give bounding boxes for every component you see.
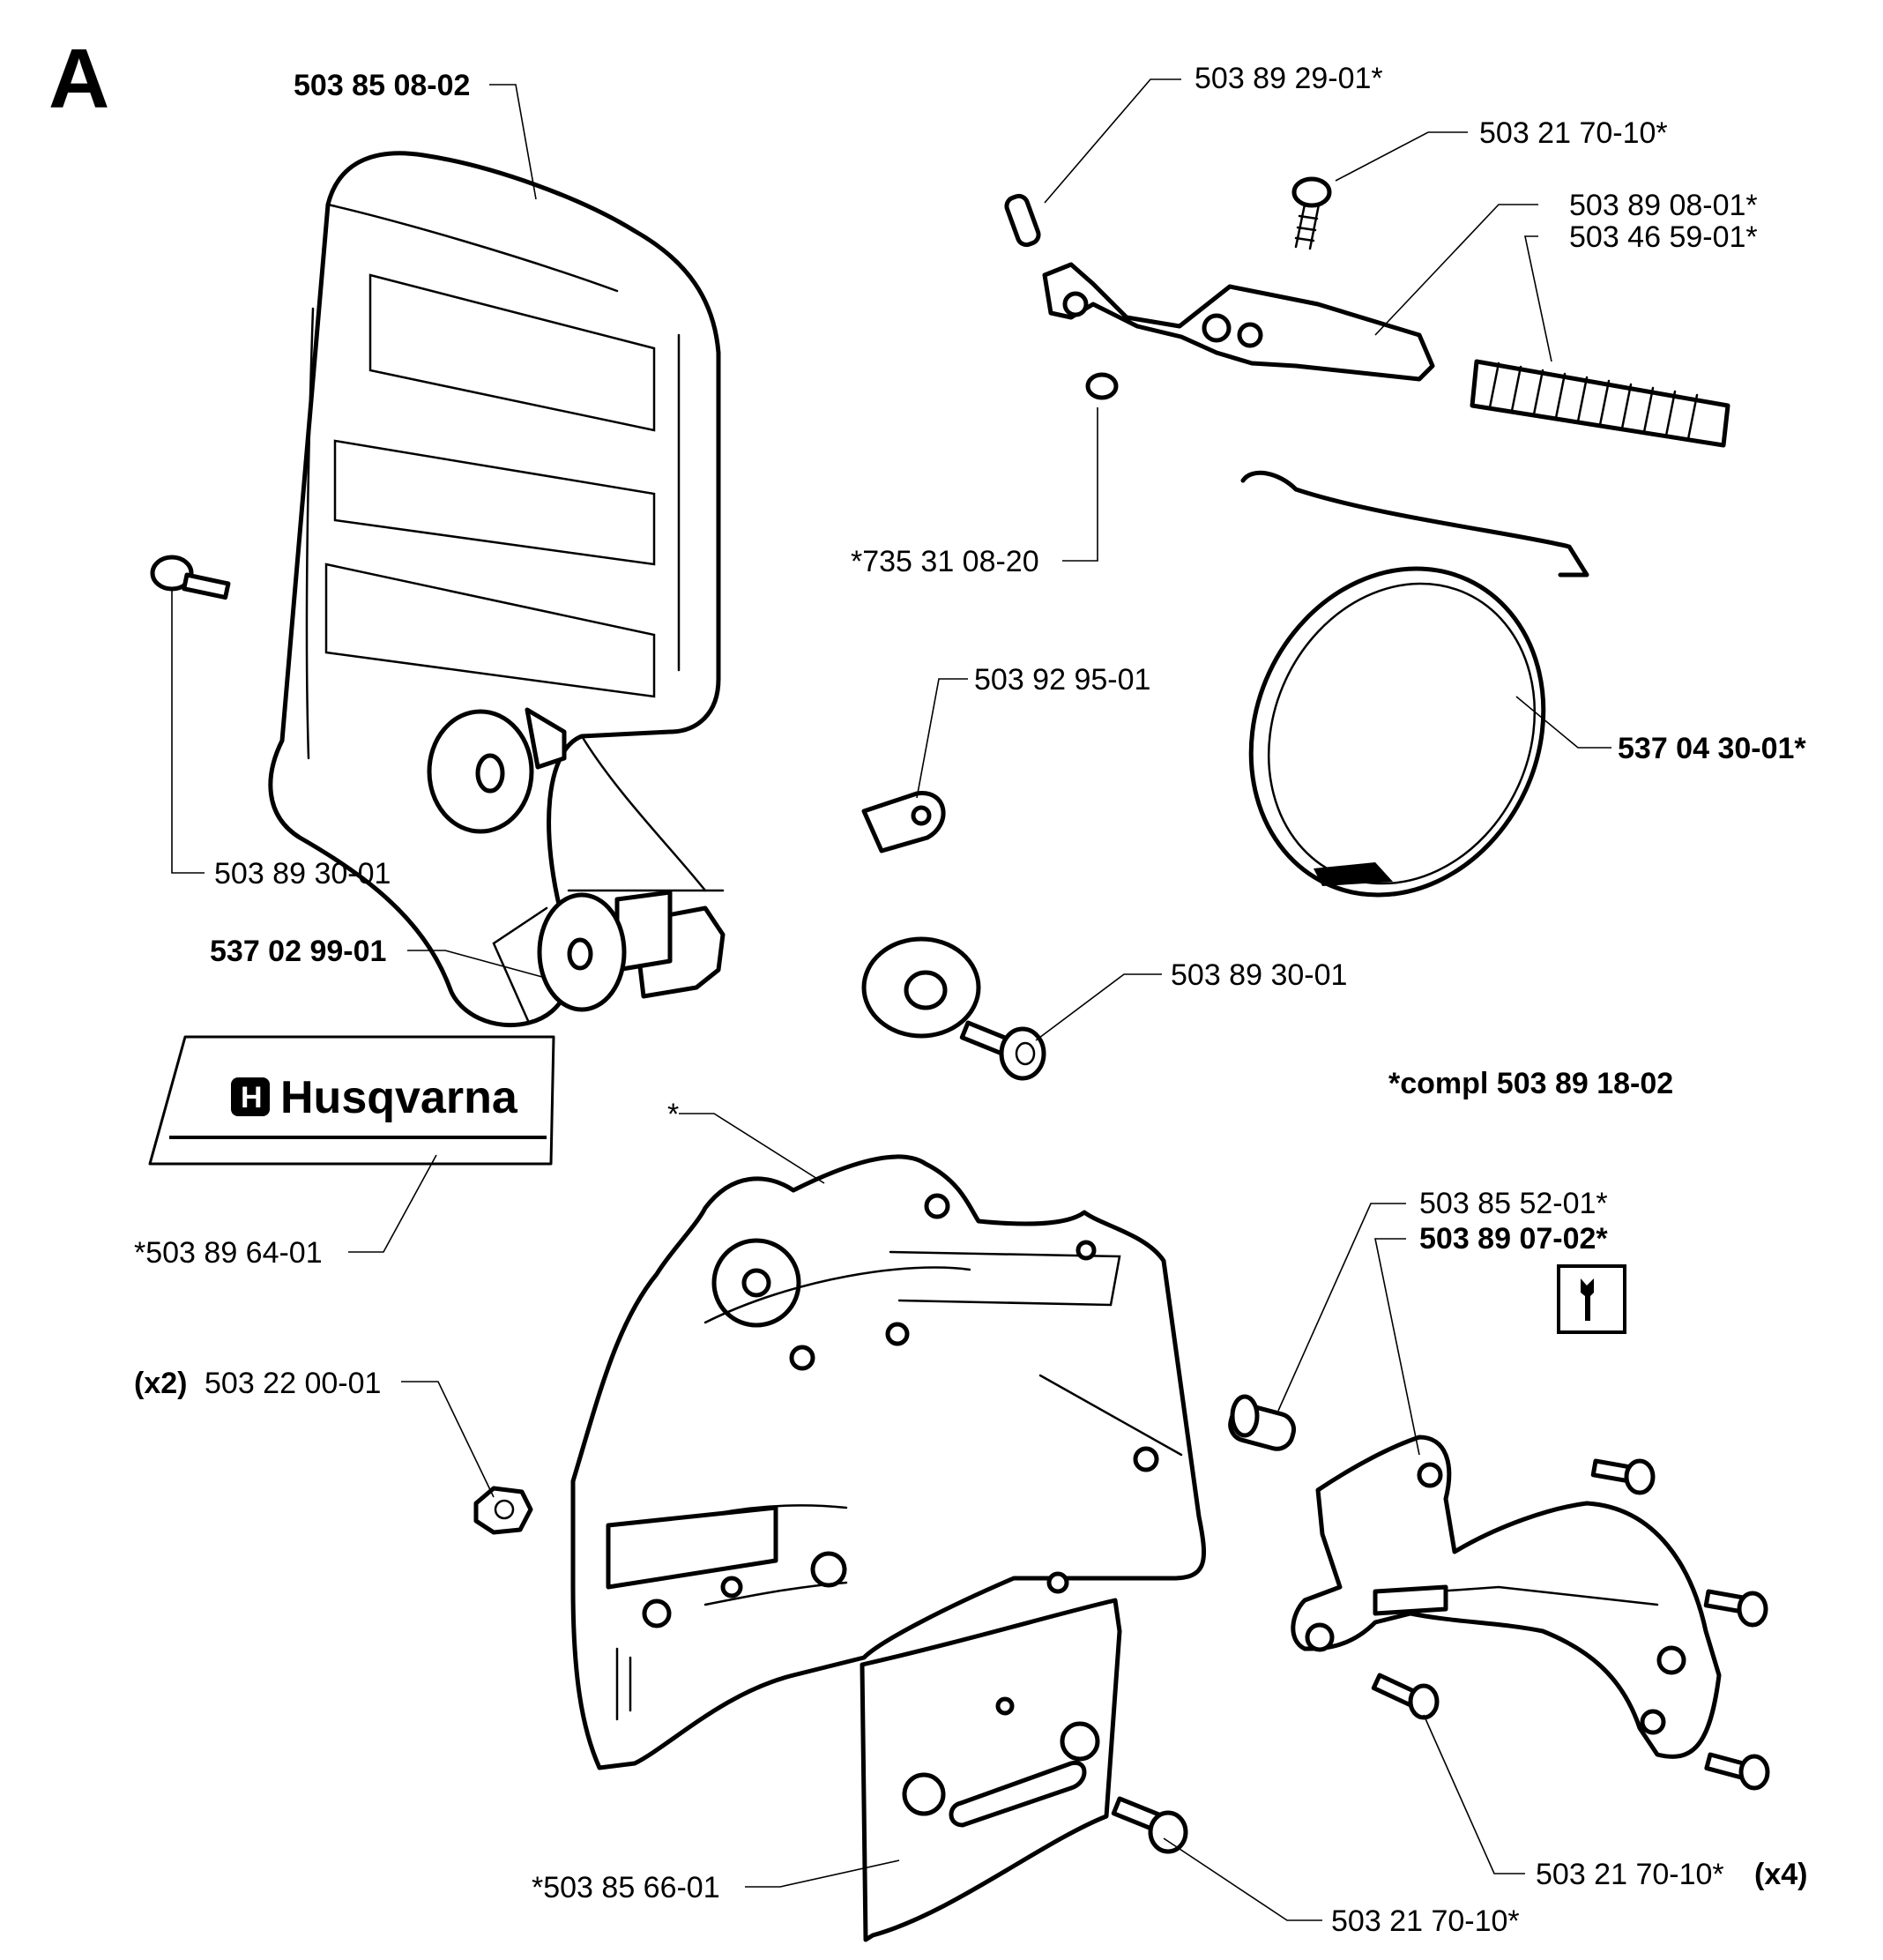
label-nut-qty: (x2) [134, 1367, 187, 1400]
label-screw-plate: 503 21 70-10* [1331, 1904, 1520, 1938]
label-pin-top: 503 89 29-01* [1195, 62, 1383, 95]
screw-guard-1 [1590, 1458, 1656, 1495]
retaining-ring [1085, 372, 1119, 400]
section-letter: A [48, 32, 109, 126]
label-decal: *503 89 64-01 [134, 1236, 323, 1270]
label-nut: 503 22 00-01 [205, 1367, 381, 1400]
screw-guard-4 [1704, 1752, 1770, 1791]
screw-right [959, 1020, 1046, 1081]
washer [537, 892, 627, 1012]
label-pin-cover: 503 85 52-01* [1419, 1187, 1608, 1220]
decal: H Husqvarna [148, 1035, 555, 1166]
label-lever-arm: 503 89 08-01* [1569, 189, 1758, 222]
label-screw-guard: 503 21 70-10* [1536, 1858, 1724, 1891]
spring-clip [861, 791, 946, 853]
label-screw-right: 503 89 30-01 [1171, 958, 1347, 992]
screw-guard-3 [1371, 1673, 1440, 1720]
label-screw-top: 503 21 70-10* [1479, 116, 1668, 150]
logo-letter: H [241, 1081, 263, 1114]
label-star: * [667, 1098, 679, 1131]
nut [473, 1486, 533, 1535]
handguard [268, 151, 981, 1039]
husqvarna-logo-icon [231, 1077, 270, 1116]
label-screw-guard-qty: (x4) [1754, 1858, 1807, 1891]
decal-brand-text: Husqvarna [280, 1072, 518, 1123]
pin-top [1004, 193, 1041, 248]
chain-guard [1291, 1435, 1722, 1759]
spring [1470, 359, 1730, 448]
label-washer: 537 02 99-01 [210, 935, 386, 968]
pin-cover [1228, 1394, 1297, 1451]
leader-lines [171, 78, 1611, 1921]
label-screw-left: 503 89 30-01 [214, 857, 391, 891]
screw-plate [1111, 1796, 1188, 1854]
label-brake-band: 537 04 30-01* [1618, 732, 1806, 765]
clutch-cover [570, 1154, 1206, 1770]
screw-guard-2 [1703, 1589, 1768, 1628]
brake-band [1240, 470, 1589, 898]
label-chain-guard: 503 89 07-02* [1419, 1222, 1608, 1256]
label-retaining-ring: *735 31 08-20 [851, 545, 1039, 578]
side-plate [860, 1598, 1122, 1942]
screw-top [1291, 176, 1332, 250]
label-side-plate: *503 85 66-01 [532, 1871, 720, 1904]
wrench-icon [1557, 1264, 1626, 1334]
label-spring: 503 46 59-01* [1569, 220, 1758, 254]
label-spring-clip: 503 92 95-01 [974, 663, 1150, 697]
lever-arm [1042, 262, 1435, 382]
label-compl-note: *compl 503 89 18-02 [1388, 1067, 1673, 1100]
screw-left [150, 555, 231, 600]
label-handguard: 503 85 08-02 [294, 69, 470, 102]
